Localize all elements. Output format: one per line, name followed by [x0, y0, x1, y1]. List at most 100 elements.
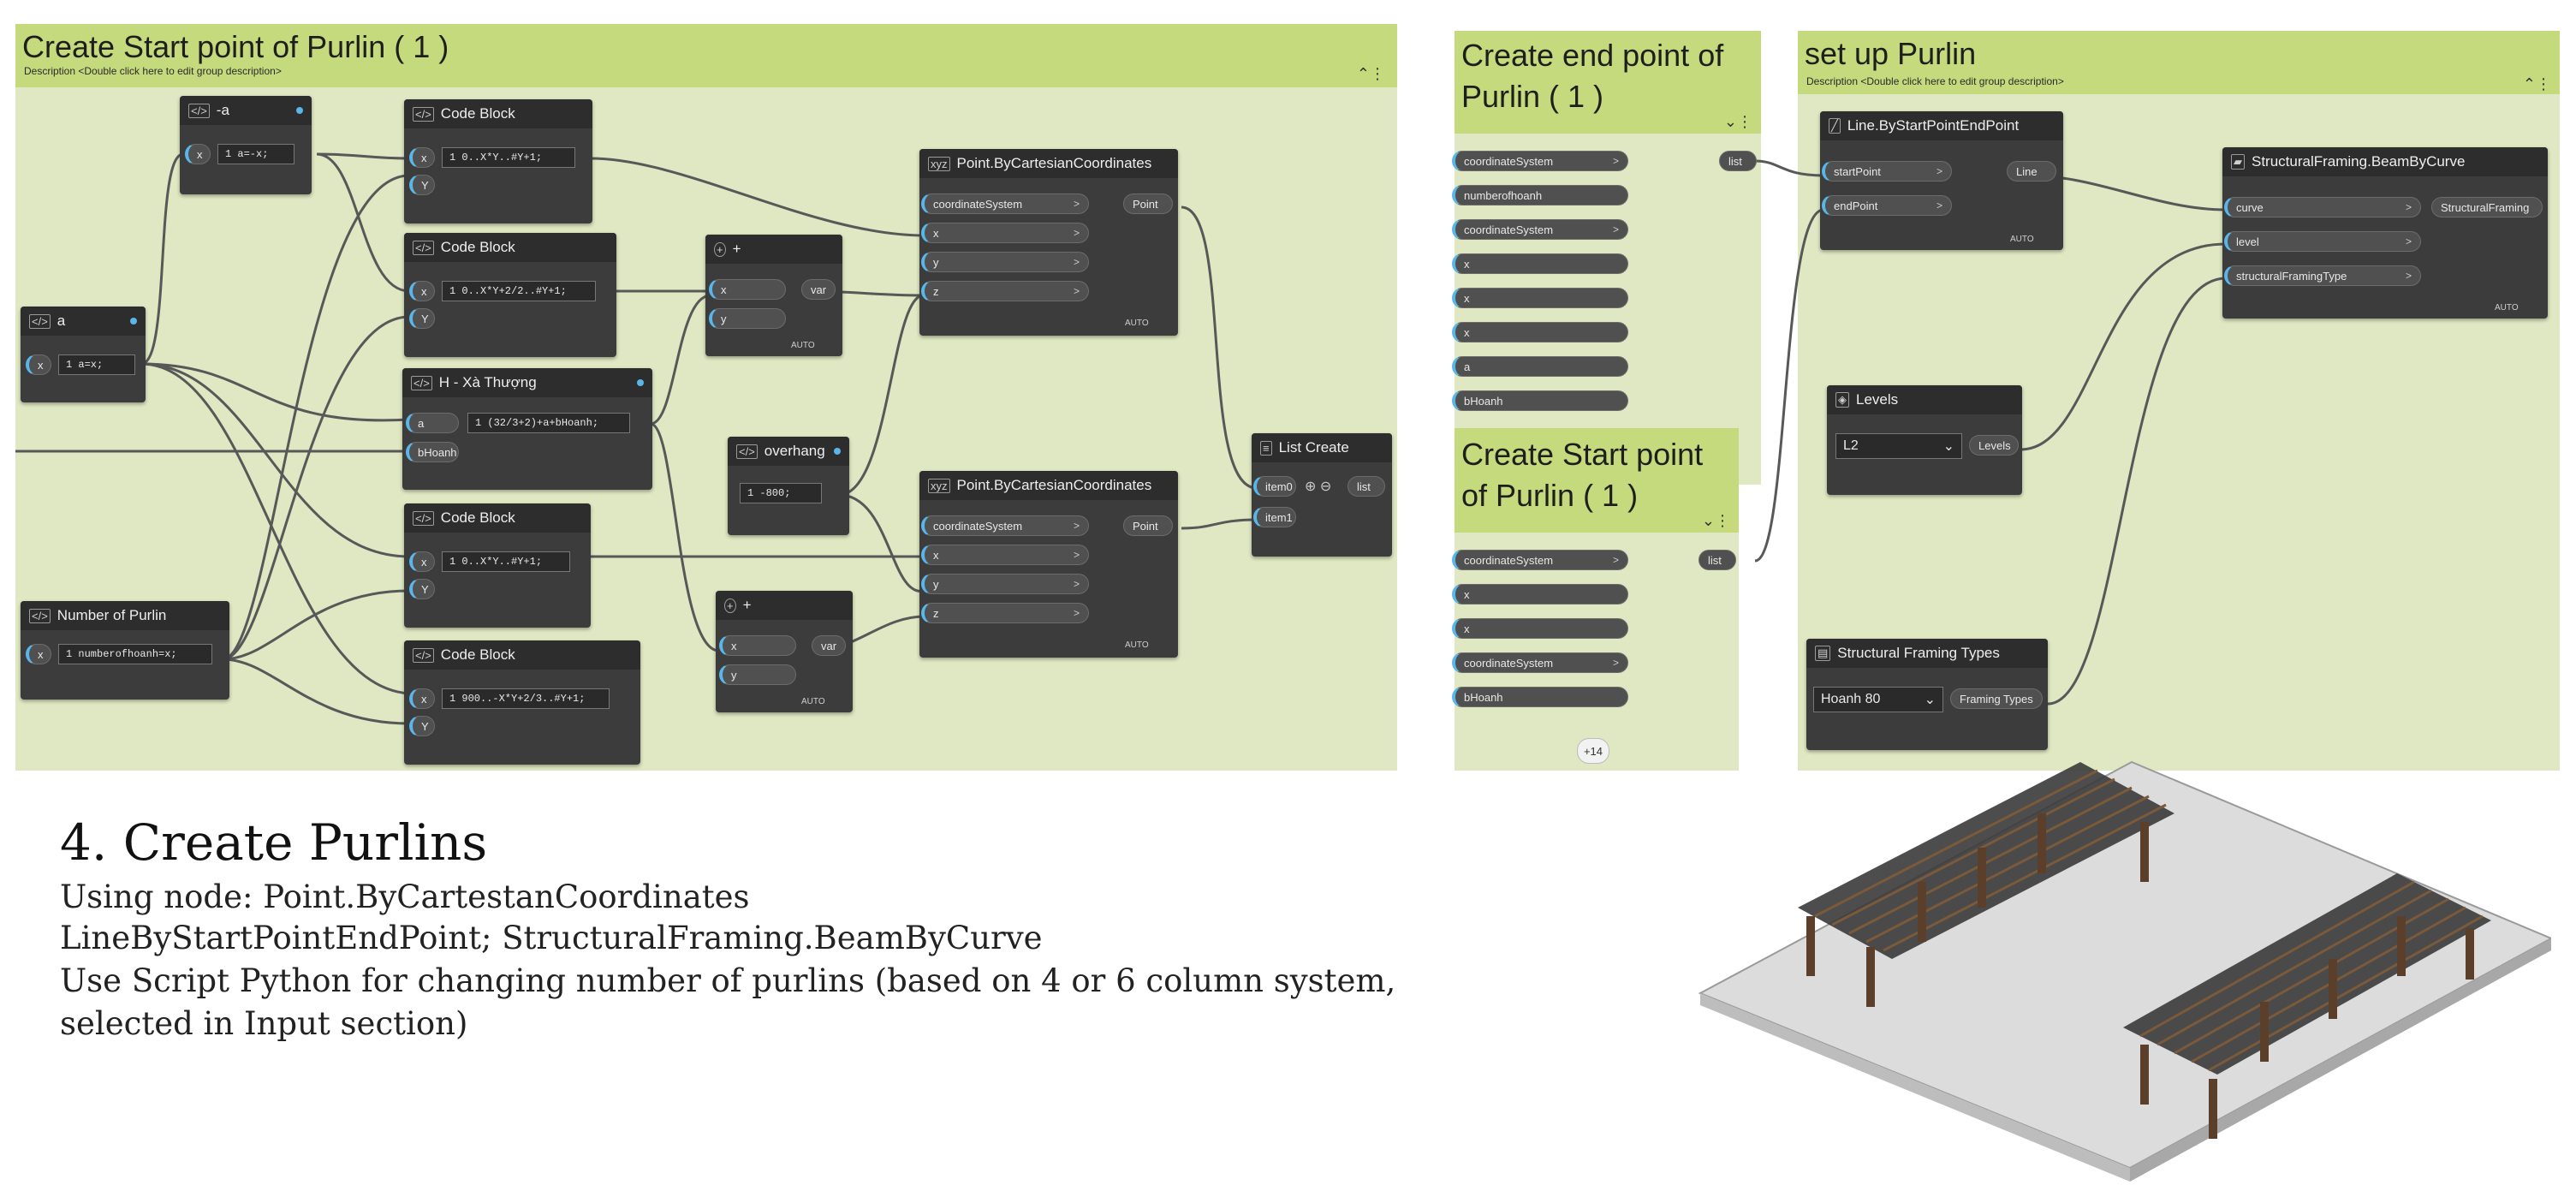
code-text[interactable]: 1 numberofhoanh=x;	[58, 644, 212, 664]
output-port-point[interactable]: Point	[1123, 515, 1173, 536]
group-header[interactable]: Create end point of Purlin ( 1 ) ⌄⋮	[1455, 31, 1761, 134]
input-port-coordinatesystem[interactable]: coordinateSystem>	[921, 515, 1089, 536]
collapse-chevron-icon[interactable]: ⌃⋮	[2522, 75, 2551, 92]
input-port-x[interactable]: x	[185, 144, 211, 164]
output-port-structuralframing[interactable]: StructuralFraming	[2431, 197, 2543, 217]
code-text[interactable]: 1 a=-x;	[217, 144, 294, 164]
code-text[interactable]: 1 (32/3+2)+a+bHoanh;	[467, 413, 630, 433]
node-plus-2[interactable]: ++ x y var AUTO	[716, 591, 853, 712]
input-port-startpoint[interactable]: startPoint>	[1822, 161, 1952, 182]
input-port-y[interactable]: Y	[409, 308, 435, 329]
code-text[interactable]: 1 a=x;	[58, 354, 135, 375]
collapse-chevron-icon[interactable]: ⌄⋮	[1701, 512, 1730, 529]
node-line-by-start-end[interactable]: ╱Line.ByStartPointEndPoint startPoint> e…	[1820, 111, 2063, 250]
node-neg-a[interactable]: </>-a x 1 a=-x;	[180, 96, 312, 194]
input-port-x[interactable]: x	[26, 354, 51, 375]
wire	[1754, 159, 1824, 177]
output-port-line[interactable]: Line	[2007, 161, 2056, 182]
code-text[interactable]: 1 0..X*Y..#Y+1;	[442, 551, 570, 572]
add-remove-port-icon[interactable]: ⊕ ⊖	[1305, 479, 1332, 494]
input-port-x[interactable]: x	[719, 635, 796, 656]
node-structural-framing-types[interactable]: ▤Structural Framing Types Hoanh 80⌄ Fram…	[1806, 639, 2048, 750]
input-port-x[interactable]: x	[709, 279, 786, 300]
input-port-z[interactable]: z>	[921, 281, 1089, 301]
node-plus-1[interactable]: ++ x y var AUTO	[705, 235, 842, 356]
node-h-xa-thuong[interactable]: </>H - Xà Thượng a bHoanh 1 (32/3+2)+a+b…	[402, 368, 652, 490]
node-code-block-2[interactable]: </>Code Block x Y 1 0..X*Y+2/2..#Y+1;	[404, 233, 616, 357]
input-port-bhoanh[interactable]: bHoanh	[1452, 390, 1628, 411]
node-number-of-purlin[interactable]: </>Number of Purlin x 1 numberofhoanh=x;	[21, 601, 229, 700]
input-port-coordinatesystem[interactable]: coordinateSystem>	[1452, 652, 1628, 673]
code-text[interactable]: 1 900..-X*Y+2/3..#Y+1;	[442, 688, 610, 709]
input-port-coordinatesystem[interactable]: coordinateSystem>	[1452, 550, 1628, 570]
output-port-levels[interactable]: Levels	[1969, 435, 2019, 456]
input-port-y[interactable]: Y	[409, 579, 435, 599]
input-port-curve[interactable]: curve>	[2224, 197, 2421, 217]
collapse-chevron-icon[interactable]: ⌄⋮	[1723, 113, 1752, 130]
input-port-y[interactable]: y	[709, 308, 786, 329]
output-port-list[interactable]: list	[1719, 151, 1757, 171]
output-port-list[interactable]: list	[1698, 550, 1736, 570]
input-port-y[interactable]: y>	[921, 252, 1089, 272]
input-port-structuralframingtype[interactable]: structuralFramingType>	[2224, 265, 2421, 286]
input-port-x[interactable]: x	[26, 644, 51, 664]
input-port-numberofhoanh[interactable]: numberofhoanh	[1452, 185, 1628, 205]
node-a[interactable]: </>a x 1 a=x;	[21, 307, 146, 402]
node-list-create[interactable]: ≡List Create item0 item1 ⊕ ⊖ list	[1252, 433, 1392, 557]
input-port-y[interactable]: Y	[409, 175, 435, 195]
node-code-block-1[interactable]: </>Code Block x Y 1 0..X*Y..#Y+1;	[404, 99, 592, 223]
input-port-x[interactable]: x	[409, 688, 435, 709]
input-port-x[interactable]: x	[409, 551, 435, 572]
wire	[1181, 518, 1258, 530]
code-text[interactable]: 1 0..X*Y..#Y+1;	[442, 147, 575, 168]
input-port-level[interactable]: level>	[2224, 231, 2421, 252]
group-header[interactable]: set up Purlin Description <Double click …	[1798, 31, 2560, 94]
input-port-x[interactable]: x	[1452, 618, 1628, 639]
output-port-framing-types[interactable]: Framing Types	[1950, 688, 2043, 709]
output-port-var[interactable]: var	[812, 635, 846, 656]
input-port-coordinatesystem[interactable]: coordinateSystem>	[1452, 219, 1628, 240]
group-header[interactable]: Create Start point of Purlin ( 1 ) Descr…	[15, 24, 1397, 87]
input-port-x[interactable]: x	[1452, 253, 1628, 274]
levels-dropdown[interactable]: L2⌄	[1835, 433, 1962, 459]
input-port-y[interactable]: y	[719, 664, 796, 685]
collapse-chevron-icon[interactable]: ⌃⋮	[1356, 65, 1385, 82]
node-code-block-3[interactable]: </>Code Block x Y 1 0..X*Y..#Y+1;	[404, 503, 591, 628]
input-port-x[interactable]: x>	[921, 545, 1089, 565]
input-port-x[interactable]: x	[1452, 288, 1628, 308]
node-overhang[interactable]: </>overhang 1 -800;	[728, 437, 849, 535]
output-port-point[interactable]: Point	[1123, 194, 1173, 214]
node-code-block-4[interactable]: </>Code Block x Y 1 900..-X*Y+2/3..#Y+1;	[404, 640, 640, 765]
node-levels[interactable]: ◈Levels L2⌄ Levels	[1827, 385, 2022, 495]
output-port-list[interactable]: list	[1347, 476, 1385, 497]
code-text[interactable]: 1 -800;	[740, 483, 822, 503]
input-port-a[interactable]: a	[406, 413, 459, 433]
input-port-bhoanh[interactable]: bHoanh	[406, 442, 459, 462]
input-port-y[interactable]: Y	[409, 716, 435, 736]
input-port-item0[interactable]: item0	[1253, 476, 1296, 497]
input-port-bhoanh[interactable]: bHoanh	[1452, 687, 1628, 707]
input-port-a[interactable]: a	[1452, 356, 1628, 377]
node-beam-by-curve[interactable]: ▰StructuralFraming.BeamByCurve curve> le…	[2222, 147, 2548, 319]
input-port-item1[interactable]: item1	[1253, 507, 1296, 527]
framing-type-dropdown[interactable]: Hoanh 80⌄	[1813, 687, 1943, 712]
input-port-endpoint[interactable]: endPoint>	[1822, 195, 1952, 216]
input-port-x[interactable]: x	[1452, 322, 1628, 342]
input-port-coordinatesystem[interactable]: coordinateSystem>	[921, 194, 1089, 214]
input-port-y[interactable]: y>	[921, 574, 1089, 594]
input-port-coordinatesystem[interactable]: coordinateSystem>	[1452, 151, 1628, 171]
input-port-x[interactable]: x	[1452, 584, 1628, 604]
code-text[interactable]: 1 0..X*Y+2/2..#Y+1;	[442, 281, 596, 301]
more-ports-badge[interactable]: +14	[1577, 738, 1609, 764]
input-port-x[interactable]: x	[409, 281, 435, 301]
group-header[interactable]: Create Start point of Purlin ( 1 ) ⌄⋮	[1455, 428, 1739, 533]
output-port-var[interactable]: var	[801, 279, 836, 300]
chevron-down-icon: ⌄	[1924, 693, 1936, 707]
input-port-x[interactable]: x>	[921, 223, 1089, 243]
group-description[interactable]: Description <Double click here to edit g…	[1806, 75, 2064, 87]
input-port-z[interactable]: z>	[921, 603, 1089, 623]
input-port-x[interactable]: x	[409, 147, 435, 168]
group-description[interactable]: Description <Double click here to edit g…	[24, 65, 282, 77]
